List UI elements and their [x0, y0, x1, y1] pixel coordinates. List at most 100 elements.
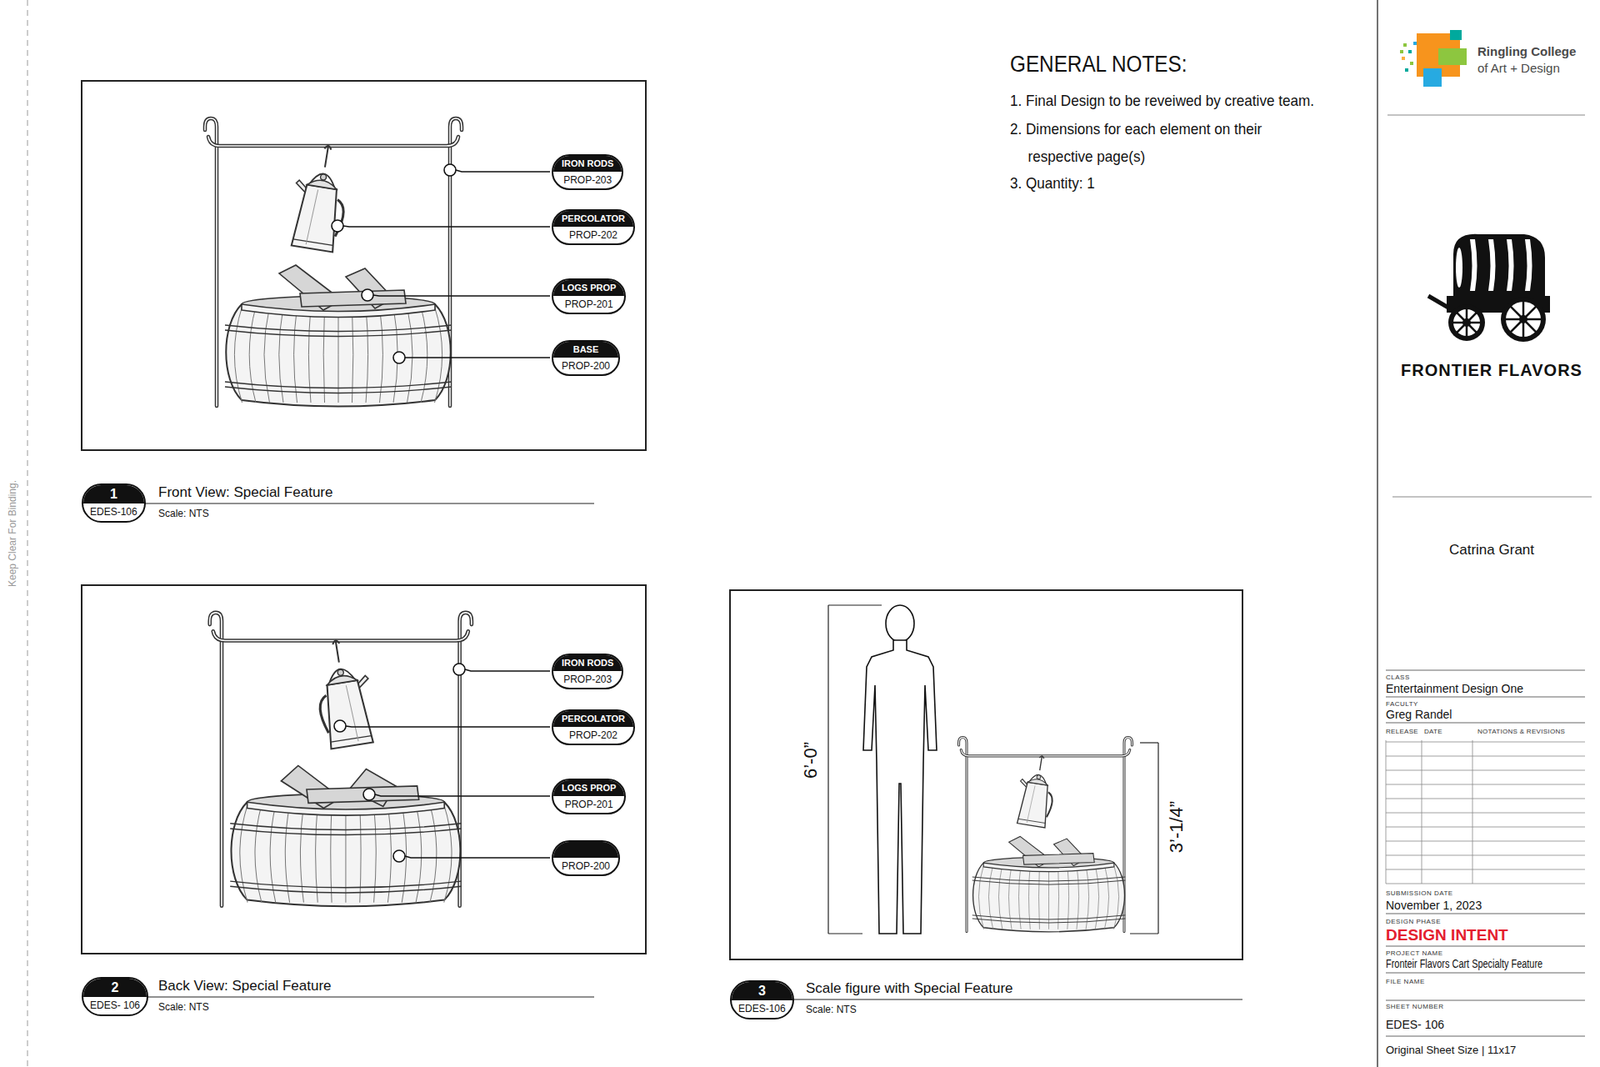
barrel-stave: [1076, 864, 1080, 930]
scale-note: Scale: NTS: [158, 1000, 210, 1013]
barrel-stave: [1008, 864, 1012, 930]
leader-line: [343, 225, 550, 227]
iron-rod: [460, 612, 472, 906]
field-value: Fronteir Flavors Cart Specialty Feature: [1385, 956, 1543, 970]
scale-figure-body: [863, 640, 937, 934]
logo-pixel: [1400, 50, 1404, 54]
revision-column-line: [1385, 740, 1387, 884]
iron-crossbar: [208, 136, 459, 146]
wagon-opening: [1455, 247, 1463, 288]
title-block-rule: [1385, 696, 1585, 698]
part-name: PERCOLATOR: [553, 710, 634, 727]
leader-line: [345, 725, 550, 727]
leader-line: [405, 855, 550, 858]
percolator-knob: [1036, 775, 1041, 780]
wagon-hub: [1462, 318, 1471, 327]
part-name: PERCOLATOR: [553, 210, 634, 227]
leader-line: [465, 669, 550, 671]
leader-line: [405, 356, 550, 358]
dimension-text: 3’-1/4”: [1165, 800, 1188, 853]
field-caption: SHEET NUMBER: [1385, 1002, 1444, 1010]
dimension-line: [1157, 742, 1159, 934]
field-caption: CLASS: [1385, 673, 1410, 681]
sheet-size-note: Original Sheet Size | 11x17: [1385, 1043, 1516, 1056]
campfire-rig: [205, 118, 462, 407]
barrel-stave: [1067, 864, 1070, 930]
dimension-text: 6’-0”: [800, 741, 822, 779]
callout-dot: [361, 289, 374, 301]
log: [300, 290, 406, 307]
iron-rod: [959, 737, 967, 932]
barrel-hoop: [225, 381, 452, 389]
part-number: PROP-200: [553, 357, 619, 375]
callout-tag: PERCOLATORPROP-202: [551, 209, 635, 245]
designer-name: Catrina Grant: [1449, 541, 1535, 559]
revision-row-line: [1385, 840, 1585, 842]
part-number: PROP-201: [553, 795, 625, 813]
title-block-rule: [1385, 722, 1585, 724]
title-block-rule: [1385, 670, 1585, 671]
barrel-hoop: [230, 828, 461, 835]
view-number-tag: 3EDES-106: [730, 980, 795, 1020]
barrel-stave: [430, 804, 437, 902]
revision-row-line: [1385, 741, 1585, 743]
field-value: EDES- 106: [1385, 1017, 1445, 1031]
campfire-rig: [210, 612, 472, 906]
revision-row-line: [1385, 812, 1585, 814]
barrel-stave: [365, 306, 369, 403]
binding-margin-line: [27, 0, 29, 1067]
log: [1023, 853, 1095, 865]
percolator: [286, 141, 354, 253]
binding-note: Keep Clear For Binding.: [6, 480, 19, 587]
barrel-stave: [249, 306, 256, 403]
percolator-body: [320, 679, 373, 750]
part-name: LOGS PROP: [553, 780, 625, 796]
wagon-wheel: [1500, 296, 1546, 342]
field-value: November 1, 2023: [1385, 898, 1482, 912]
iron-rod-highlight: [959, 737, 967, 932]
title-block-border: [1376, 0, 1379, 1067]
tag-head-band: [553, 841, 619, 858]
percolator-handle: [318, 695, 333, 734]
iron-rod-highlight: [210, 612, 222, 906]
revision-row-line: [1385, 855, 1585, 856]
scale-note: Scale: NTS: [805, 1003, 857, 1015]
dimension-tick: [1130, 932, 1159, 934]
barrel-hoop: [972, 880, 1126, 885]
part-number: PROP-202: [553, 226, 634, 244]
table-header: NOTATIONS & REVISIONS: [1477, 727, 1565, 735]
dimension-line: [827, 605, 829, 934]
campfire-rig: [959, 737, 1133, 932]
barrel-stave: [988, 864, 993, 930]
view-number-tag: 1EDES-106: [81, 483, 146, 523]
wagon-cover-stripe: [1488, 239, 1496, 291]
part-name: LOGS PROP: [553, 280, 625, 296]
field-caption: DESIGN PHASE: [1385, 917, 1441, 925]
iron-rod: [210, 612, 222, 906]
view-title: Front View: Special Feature: [158, 484, 333, 501]
part-name: IRON RODS: [553, 655, 622, 671]
logo-pixel: [1413, 41, 1417, 45]
part-name: BASE: [553, 341, 619, 358]
log: [306, 785, 420, 803]
barrel-stave: [1085, 864, 1090, 930]
iron-crossbar-highlight: [213, 630, 469, 640]
percolator-band: [330, 735, 371, 743]
barrel-stave: [308, 306, 311, 403]
iron-rod: [1124, 737, 1132, 932]
iron-crossbar-highlight: [208, 136, 459, 146]
wagon-logo: [1428, 234, 1550, 342]
percolator-hook: [321, 145, 332, 168]
barrel-front-lip: [247, 801, 445, 815]
revision-row-line: [1385, 755, 1585, 757]
leader-line: [373, 295, 550, 296]
iron-rod: [450, 118, 462, 406]
design-phase-value: DESIGN INTENT: [1385, 925, 1509, 945]
barrel-hoop: [225, 330, 452, 337]
iron-rod-highlight: [1124, 737, 1132, 932]
callout-tag: IRON RODSPROP-203: [551, 653, 624, 690]
callout-dot: [453, 663, 465, 675]
view-frame: [730, 590, 1243, 960]
